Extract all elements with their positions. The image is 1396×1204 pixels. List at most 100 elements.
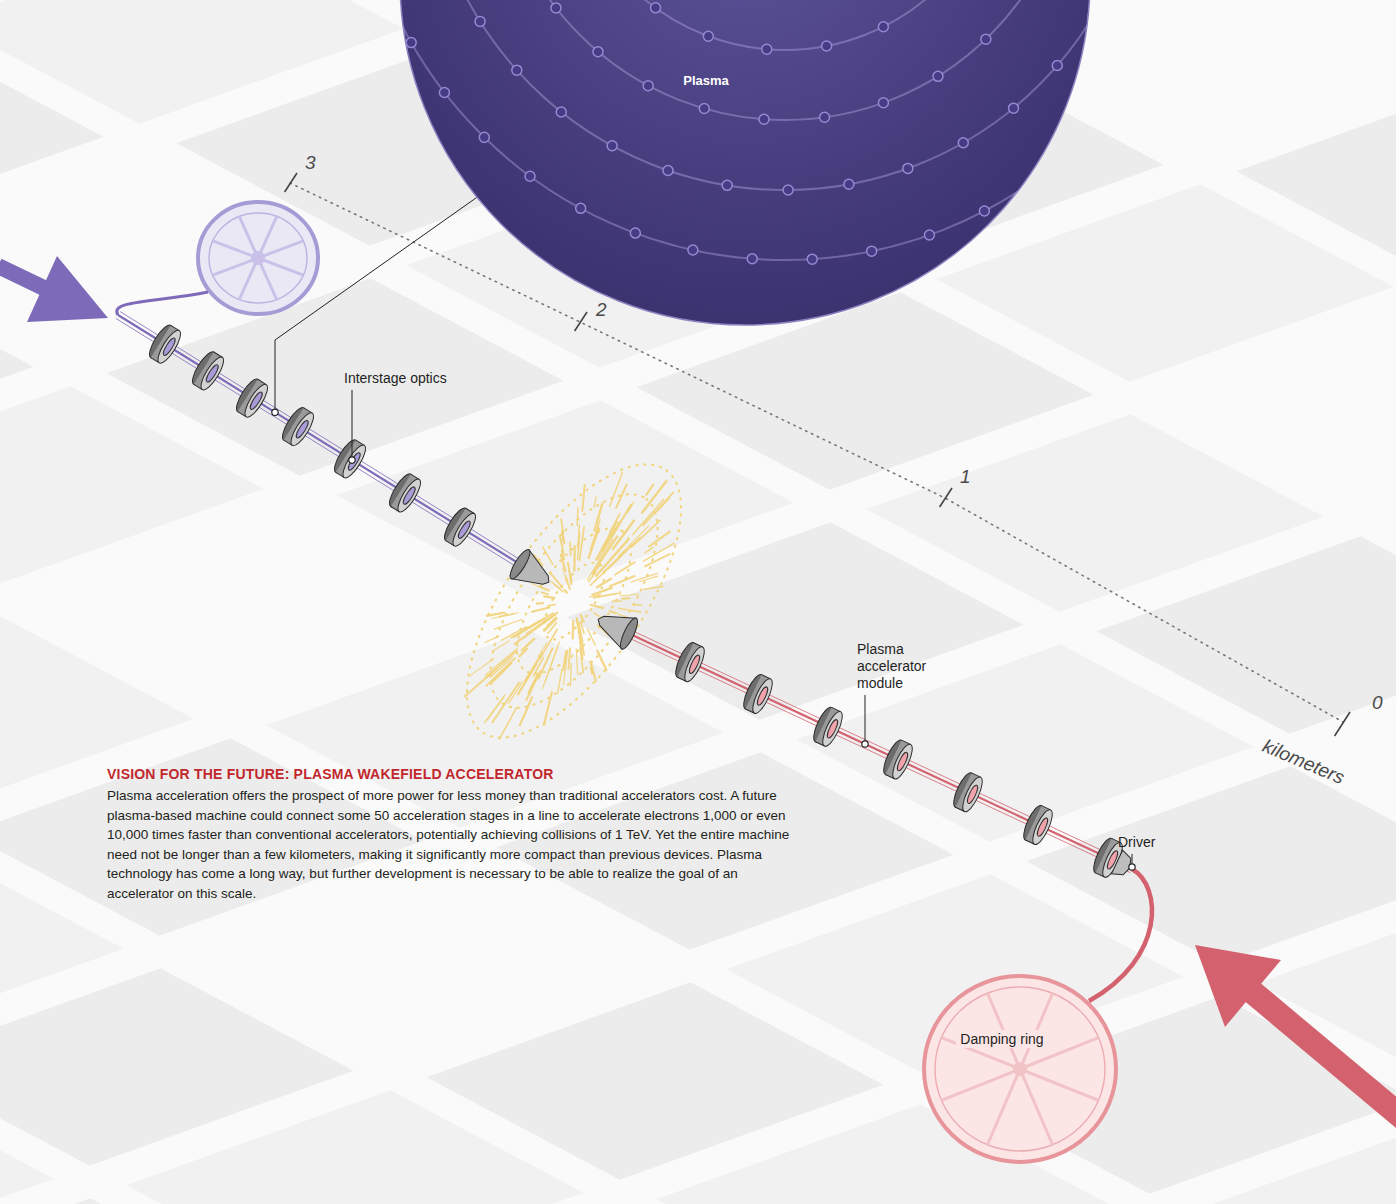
burst-ray xyxy=(491,657,513,677)
leader-line xyxy=(275,197,477,409)
electron-bunch xyxy=(630,228,640,238)
burst-ray xyxy=(570,663,571,687)
burst-ray xyxy=(470,658,495,676)
burst-ray xyxy=(492,641,510,652)
leader-dot xyxy=(272,409,278,415)
electron-bunch xyxy=(556,107,566,117)
electron-bunch xyxy=(525,171,535,181)
ring-front xyxy=(287,410,317,449)
city-block xyxy=(1236,76,1396,274)
burst-ray xyxy=(484,636,499,643)
ring-front xyxy=(241,381,271,420)
burst-ray xyxy=(572,620,575,640)
electron-bunch xyxy=(1030,175,1040,185)
leader-dot xyxy=(1129,864,1135,870)
ring-front xyxy=(339,442,369,481)
burst-ray xyxy=(486,613,505,616)
burst-ray xyxy=(593,593,618,597)
electron-bunch xyxy=(688,245,698,255)
burst-ray xyxy=(542,647,557,689)
leader-line xyxy=(352,390,353,457)
burst-ray xyxy=(569,541,572,555)
ring-hole xyxy=(456,520,472,540)
burst-ray xyxy=(631,573,658,582)
burst-ray xyxy=(554,584,563,592)
driver-cap xyxy=(1112,850,1136,879)
scale-unit: kilometers xyxy=(1260,735,1348,788)
burst-ray xyxy=(610,472,623,506)
burst-ray xyxy=(594,496,596,508)
burst-ray xyxy=(644,554,670,567)
electron-bunch xyxy=(406,38,416,48)
burst-ray xyxy=(609,611,617,613)
electron-bunch xyxy=(551,3,561,13)
electron-bunch xyxy=(783,185,793,195)
leader-dot xyxy=(862,741,868,747)
ring-hole xyxy=(346,451,362,471)
electron-bunch xyxy=(747,254,757,264)
electron-bunch xyxy=(475,16,485,26)
burst-ray xyxy=(573,545,576,571)
burst-ray xyxy=(587,539,613,580)
focus-cone xyxy=(507,547,558,596)
scale-number: 3 xyxy=(305,152,316,173)
accelerator-ring xyxy=(880,738,916,782)
collision-burst xyxy=(427,431,721,770)
electron-bunch xyxy=(878,22,888,32)
ring-front xyxy=(959,775,986,815)
ring-spoke xyxy=(213,258,258,275)
callout-label: Driver xyxy=(1118,834,1155,851)
burst-ray xyxy=(492,682,520,723)
electron-bunch xyxy=(878,98,888,108)
accelerator-ring xyxy=(189,349,228,393)
electron-bunch xyxy=(479,132,489,142)
leader-line xyxy=(1132,854,1133,864)
electron-bunch xyxy=(699,104,709,114)
accelerator-ring xyxy=(950,770,986,814)
electron-bunch xyxy=(759,114,769,124)
ring-inner xyxy=(209,213,307,303)
burst-ray xyxy=(631,520,660,547)
ring-hole xyxy=(401,485,417,505)
electron-bunch xyxy=(593,47,603,57)
accelerator-ring xyxy=(810,705,846,749)
burst-ray xyxy=(547,604,556,606)
electron-bunch xyxy=(1088,11,1098,21)
burst-ray xyxy=(564,590,567,594)
ring-front xyxy=(154,327,184,366)
region-label: Plasma xyxy=(679,72,733,89)
ring-hole xyxy=(896,751,910,772)
electron-ring xyxy=(198,202,318,314)
electron-bunch xyxy=(643,81,653,91)
burst-ray xyxy=(514,626,540,645)
cone-base xyxy=(617,616,640,651)
beam-curve xyxy=(1089,869,1152,1001)
ring-spoke xyxy=(1020,1069,1053,1145)
burst-ray xyxy=(592,588,613,595)
cone-base xyxy=(507,547,533,581)
burst-ray xyxy=(618,608,641,612)
burst-ray xyxy=(570,576,572,583)
burst-ray xyxy=(576,507,578,526)
electron-bunch xyxy=(1052,61,1062,71)
burst-ray xyxy=(588,527,599,559)
electron-bunch xyxy=(576,203,586,213)
text-block: VISION FOR THE FUTURE: PLASMA WAKEFIELD … xyxy=(107,764,807,903)
burst-ray xyxy=(622,597,631,600)
electron-bunch xyxy=(512,65,522,75)
accelerator-ring xyxy=(233,376,272,420)
ring-hole xyxy=(826,718,840,739)
ring-hole xyxy=(161,337,177,357)
burst-ray xyxy=(543,596,555,598)
city-block xyxy=(1026,766,1396,964)
accelerator-ring xyxy=(386,471,425,515)
burst-ray xyxy=(643,492,674,526)
burst-ray xyxy=(548,622,557,633)
ring-hole xyxy=(966,784,980,805)
burst-ray xyxy=(568,562,572,585)
burst-ray xyxy=(618,526,649,557)
scale-tick xyxy=(1335,712,1350,736)
callout-label: Interstage optics xyxy=(344,370,447,387)
beam-curve xyxy=(117,292,208,315)
